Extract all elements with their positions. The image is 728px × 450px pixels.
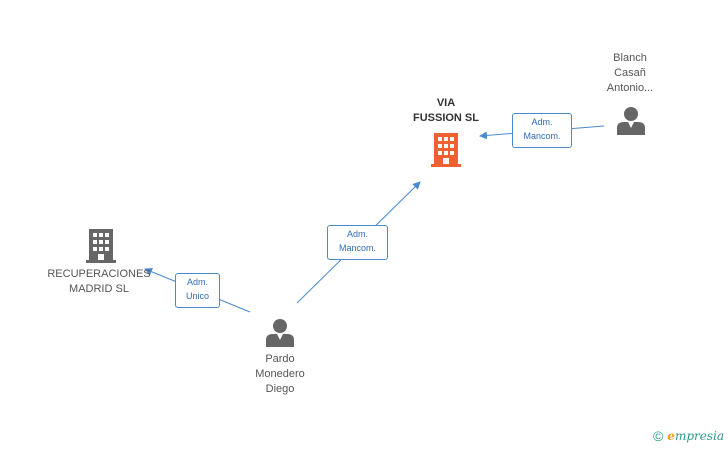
building-icon-recuperaciones[interactable] (86, 229, 116, 263)
node-label-line: Diego (265, 383, 295, 395)
node-label-line: FUSSION SL (412, 112, 479, 124)
building-icon-via-fussion[interactable] (431, 133, 461, 167)
brand-logo: empresia (667, 429, 724, 443)
brand-first-letter: e (667, 429, 675, 443)
edge-label-line: Adm. (346, 229, 368, 239)
edge-label-pardo-via[interactable]: Adm. Mancom. (327, 225, 388, 260)
edge-label-line: Adm. (186, 277, 208, 287)
node-label-line: Casañ (614, 67, 646, 79)
edge-label-line: Adm. (531, 117, 553, 127)
edge-label-blanch-via[interactable]: Adm. Mancom. (512, 113, 572, 148)
copyright-symbol: © (652, 428, 664, 444)
node-label-line: Pardo (265, 353, 295, 365)
node-label-line: Antonio... (606, 82, 654, 94)
edge-label-pardo-recup[interactable]: Adm. Unico (175, 273, 220, 308)
node-label-via-fussion[interactable]: VIA FUSSION SL (396, 96, 496, 126)
node-label-line: MADRID SL (69, 283, 129, 295)
node-label-line: Blanch (613, 52, 647, 64)
node-label-line: VIA (436, 97, 456, 109)
node-label-blanch[interactable]: Blanch Casañ Antonio... (590, 51, 670, 96)
brand-rest: mpresia (674, 429, 724, 443)
edge-label-line: Mancom. (338, 243, 376, 253)
person-icon-blanch[interactable] (617, 107, 645, 135)
node-label-pardo[interactable]: Pardo Monedero Diego (240, 352, 320, 397)
edge-label-line: Mancom. (523, 131, 561, 141)
node-label-recuperaciones[interactable]: RECUPERACIONES MADRID SL (44, 267, 154, 297)
edge-label-line: Unico (185, 291, 209, 301)
node-label-line: Monedero (255, 368, 305, 380)
person-icon-pardo[interactable] (266, 319, 294, 347)
footer-brand: © empresia (653, 428, 724, 444)
node-label-line: RECUPERACIONES (47, 268, 151, 280)
